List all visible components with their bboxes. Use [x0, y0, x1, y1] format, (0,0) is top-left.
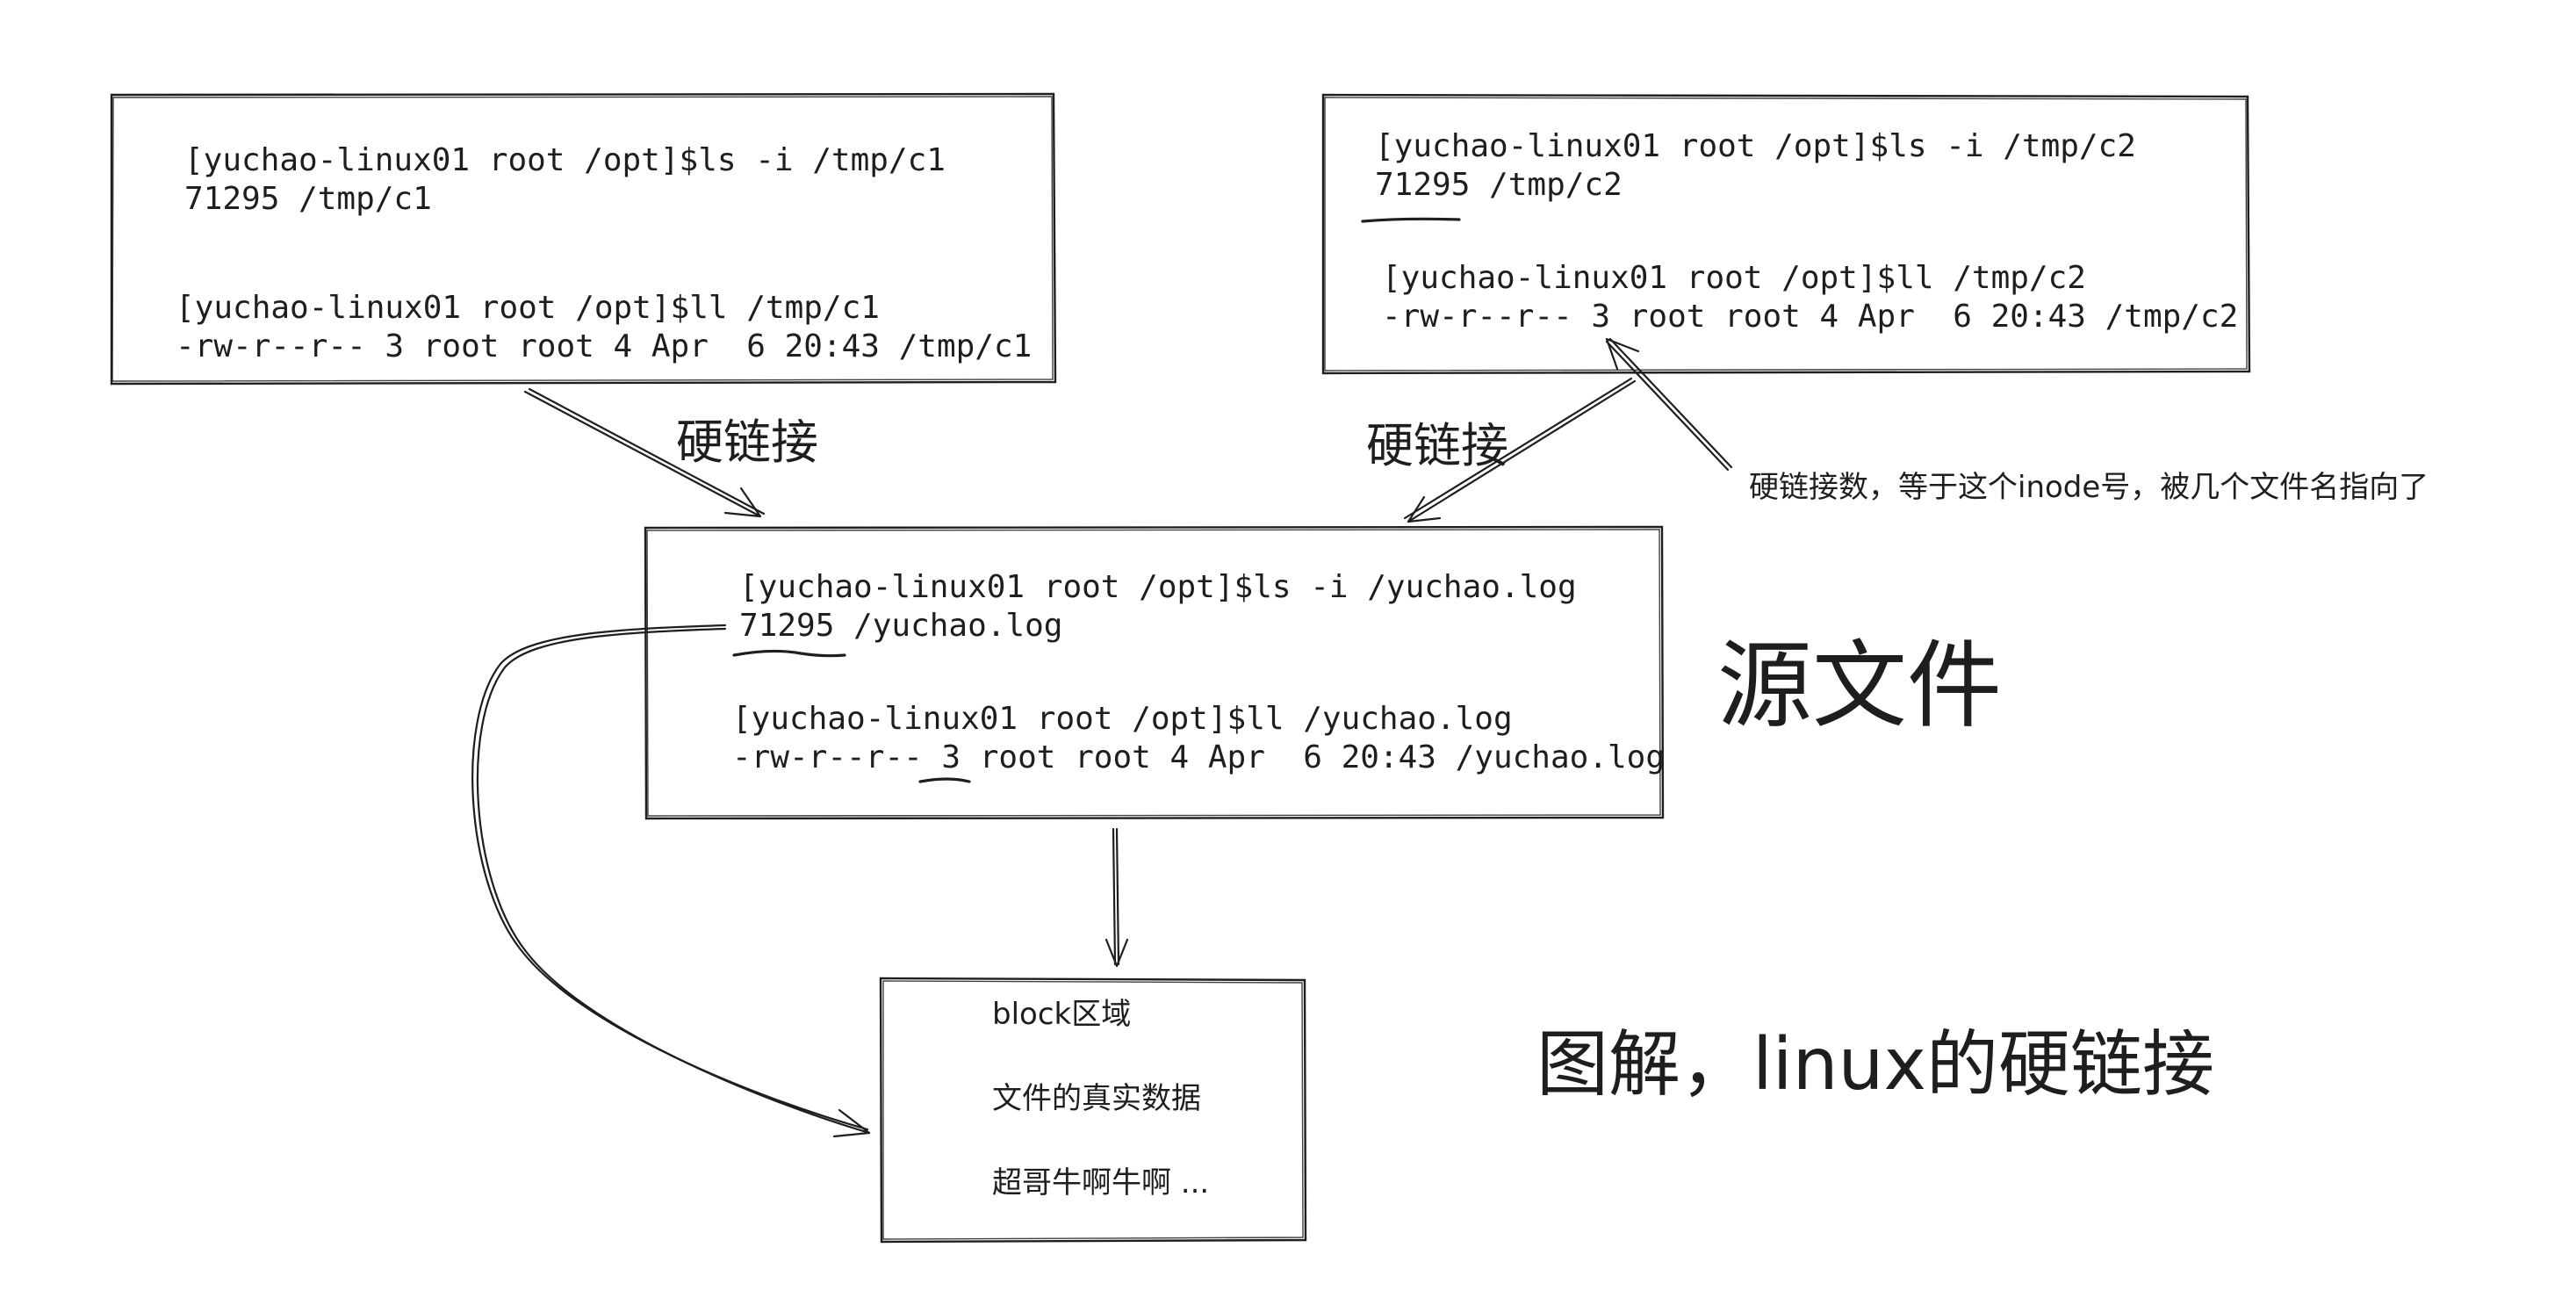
- source-ls-output: 71295 /yuchao.log: [739, 608, 1062, 644]
- box-c1-border: [110, 92, 1057, 386]
- c1-ls-output: 71295 /tmp/c1: [184, 181, 432, 217]
- box-c2[interactable]: [yuchao-linux01 root /opt]$ls -i /tmp/c2…: [1321, 93, 2251, 375]
- source-linkcount-underline: [918, 777, 971, 783]
- c2-inode-underline: [1361, 217, 1461, 223]
- c2-ll-command: [yuchao-linux01 root /opt]$ll /tmp/c2: [1382, 260, 2086, 296]
- arrow-c2-to-source: [1403, 377, 1637, 523]
- arrow-inode-to-block-curve: [471, 624, 871, 1138]
- box-block-border-stroke2: [882, 980, 1304, 1240]
- hardlink-left-label: 硬链接: [676, 415, 818, 470]
- block-region-label: block区域: [992, 997, 1131, 1032]
- box-block-border: [879, 977, 1307, 1244]
- source-inode-underline: [732, 649, 846, 658]
- c2-ls-output: 71295 /tmp/c2: [1375, 167, 1623, 203]
- box-source-border-stroke2: [646, 529, 1661, 817]
- diagram-title: 图解，linux的硬链接: [1536, 1023, 2214, 1107]
- box-source-file[interactable]: [yuchao-linux01 root /opt]$ls -i /yuchao…: [644, 525, 1665, 820]
- box-c2-border: [1321, 93, 2251, 375]
- arrow-source-to-block: [1105, 827, 1129, 968]
- block-real-data-label: 文件的真实数据: [992, 1081, 1201, 1116]
- source-ll-output: -rw-r--r-- 3 root root 4 Apr 6 20:43 /yu…: [732, 739, 1665, 775]
- box-c1-border-stroke2: [112, 96, 1054, 382]
- arrow-c1-to-source: [523, 387, 766, 518]
- box-block-region[interactable]: block区域 文件的真实数据 超哥牛啊牛啊 ...: [879, 977, 1307, 1244]
- source-file-label: 源文件: [1717, 631, 2002, 741]
- block-note-label: 超哥牛啊牛啊 ...: [992, 1165, 1209, 1201]
- box-source-border: [644, 525, 1665, 820]
- source-ls-command: [yuchao-linux01 root /opt]$ls -i /yuchao…: [739, 569, 1577, 605]
- c2-ll-output: -rw-r--r-- 3 root root 4 Apr 6 20:43 /tm…: [1382, 299, 2238, 335]
- source-ll-command: [yuchao-linux01 root /opt]$ll /yuchao.lo…: [732, 701, 1513, 737]
- box-c1[interactable]: [yuchao-linux01 root /opt]$ls -i /tmp/c1…: [110, 92, 1057, 386]
- arrow-note-to-linkcount: [1605, 337, 1733, 472]
- c1-ll-output: -rw-r--r-- 3 root root 4 Apr 6 20:43 /tm…: [176, 328, 1032, 364]
- link-count-note: 硬链接数，等于这个inode号，被几个文件名指向了: [1749, 470, 2428, 505]
- box-c2-border-stroke2: [1324, 97, 2248, 371]
- c1-ls-command: [yuchao-linux01 root /opt]$ls -i /tmp/c1: [184, 142, 946, 178]
- c2-ls-command: [yuchao-linux01 root /opt]$ls -i /tmp/c2: [1375, 128, 2136, 164]
- c1-ll-command: [yuchao-linux01 root /opt]$ll /tmp/c1: [176, 290, 880, 326]
- hardlink-right-label: 硬链接: [1366, 418, 1508, 473]
